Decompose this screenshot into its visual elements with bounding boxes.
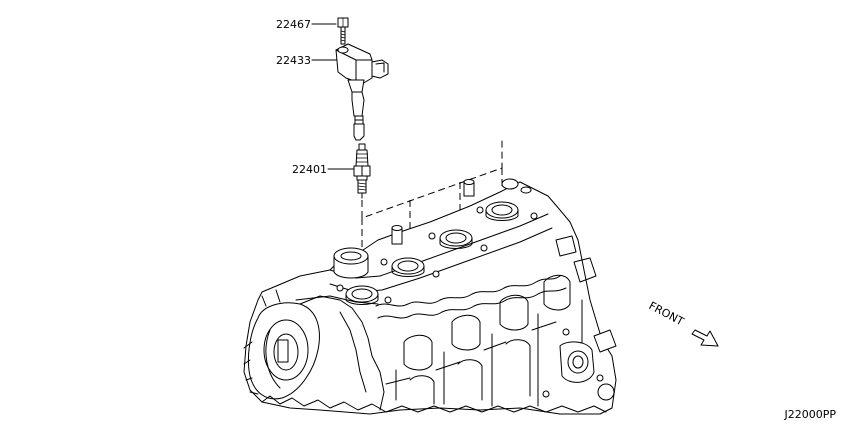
callout-spark-plug-number: 22401 (292, 163, 327, 176)
front-arrow-icon (691, 329, 719, 347)
diagram-code: J22000PP (783, 408, 836, 421)
exhaust-ports (385, 274, 583, 407)
front-label: FRONT (647, 299, 687, 328)
stud-bosses (336, 178, 538, 304)
thermostat-housing (542, 235, 617, 401)
front-cover (243, 289, 320, 400)
bolt-part (337, 17, 349, 45)
callout-bolt-number: 22467 (276, 18, 311, 31)
callout-coil-number: 22433 (276, 54, 311, 67)
coil-well-1 (345, 285, 379, 305)
coil-well-2 (391, 257, 425, 277)
engine-cylinder-head (243, 178, 617, 415)
oil-filler-cap (333, 247, 369, 279)
installation-guide-lines (361, 140, 503, 248)
coil-well-3 (439, 229, 473, 249)
front-direction-indicator: FRONT (647, 299, 719, 347)
coil-well-4 (485, 201, 519, 221)
ignition-coil-part (335, 43, 389, 141)
spark-plug-part (353, 143, 371, 199)
